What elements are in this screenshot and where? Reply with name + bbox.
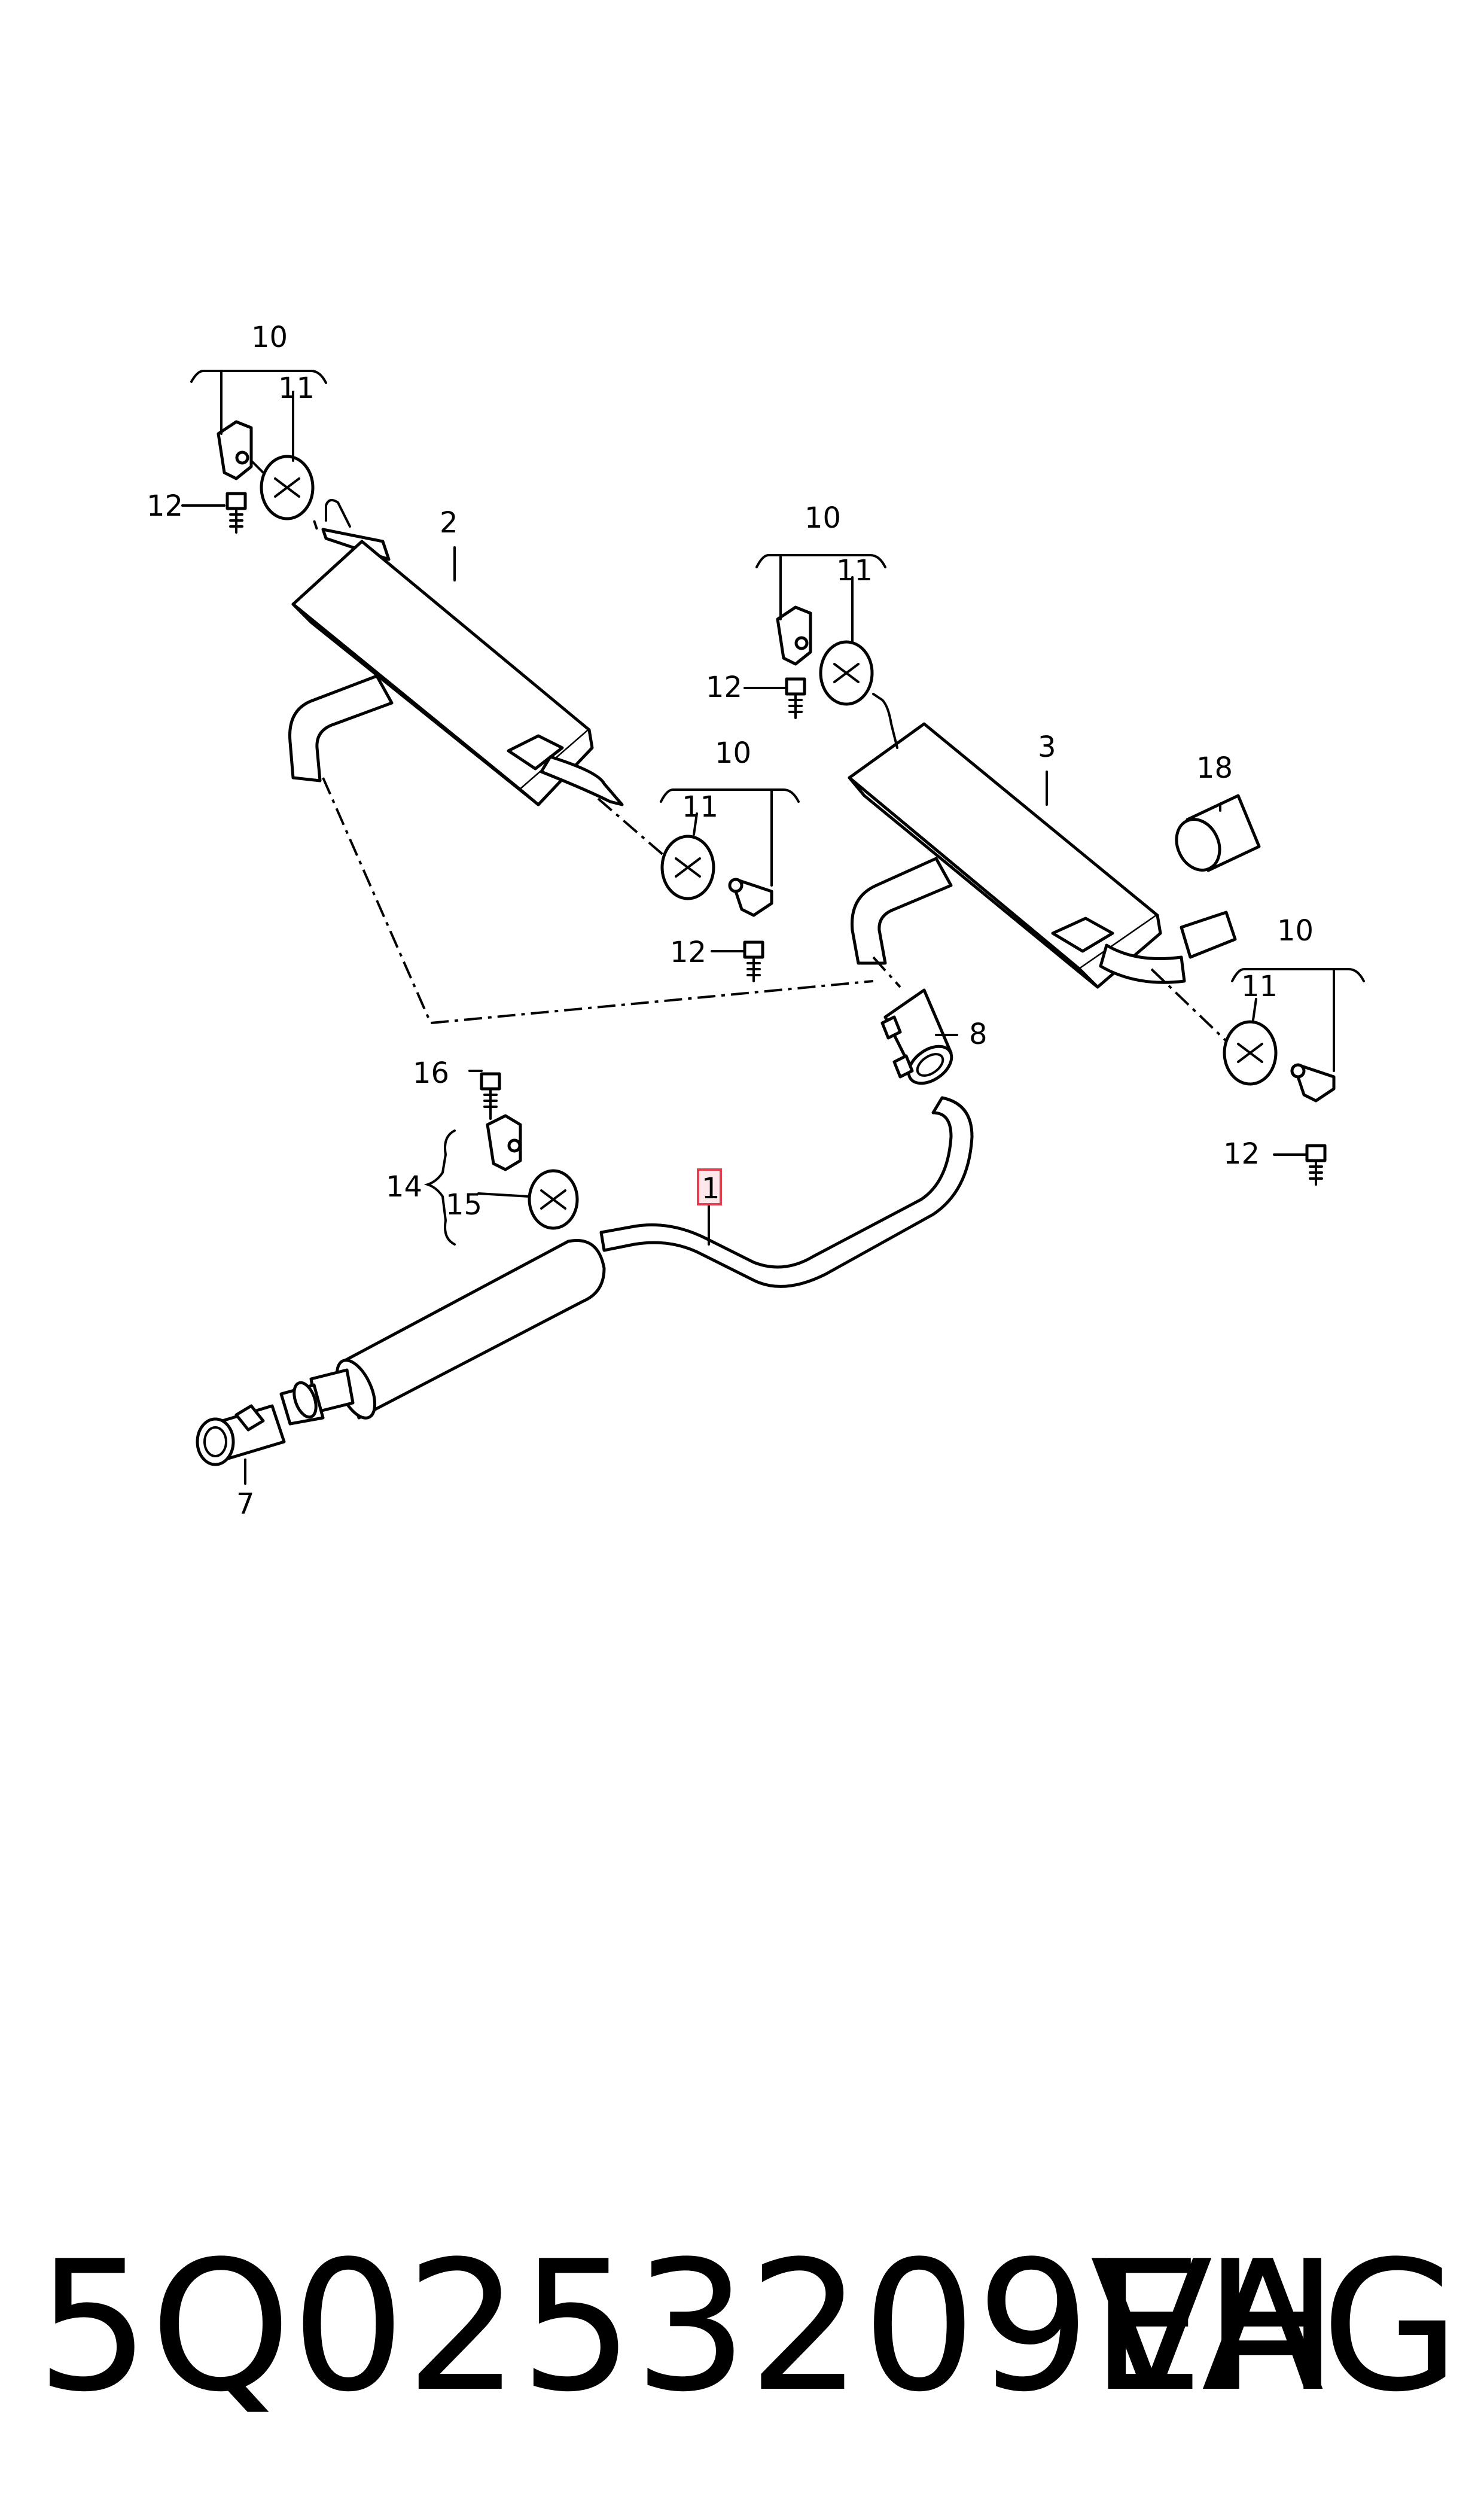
- front-clamp[interactable]: [196, 1404, 286, 1482]
- hanger-group-d: [1223, 968, 1365, 1186]
- callout-2: 2: [440, 506, 458, 540]
- callout-7: 7: [236, 1487, 255, 1521]
- connecting-clamp[interactable]: [880, 988, 958, 1091]
- part-number: 5Q0253209EH: [36, 2222, 1339, 2431]
- callout-18: 18: [1196, 751, 1233, 785]
- brand-name: VAG: [1090, 2222, 1460, 2431]
- callout-10d: 10: [1277, 914, 1314, 948]
- callout-14: 14: [386, 1170, 422, 1204]
- callout-10a: 10: [251, 321, 288, 354]
- callout-12d: 12: [1223, 1137, 1260, 1171]
- rear-silencer-right[interactable]: [848, 693, 1237, 989]
- front-hanger-group: [423, 1070, 579, 1246]
- callout-3: 3: [1038, 730, 1056, 764]
- exhaust-system-diagram: 1 2 3 7 8 10 11 12 10 11 12 10 11 12 10 …: [147, 321, 1365, 1521]
- callout-16: 16: [413, 1056, 449, 1090]
- callout-15: 15: [446, 1188, 482, 1222]
- hanger-group-c: [660, 788, 800, 982]
- callout-10b: 10: [805, 501, 841, 535]
- callout-11b: 11: [836, 554, 873, 587]
- bolt: [226, 492, 247, 510]
- callout-10c: 10: [715, 736, 751, 770]
- callout-11c: 11: [682, 790, 718, 824]
- callout-12b: 12: [706, 671, 742, 704]
- hanger-group-b: [743, 554, 886, 719]
- highlight-box: [697, 1168, 722, 1205]
- footer: 5Q0253209EH VAG: [0, 2225, 1484, 2429]
- callout-12c: 12: [670, 936, 706, 969]
- leader-lines: [244, 546, 1221, 1485]
- callout-8: 8: [969, 1018, 988, 1051]
- callout-labels: 1 2 3 7 8 10 11 12 10 11 12 10 11 12 10 …: [147, 321, 1314, 1521]
- rear-silencer-left[interactable]: [288, 499, 624, 806]
- routing-lines: [313, 520, 1227, 1042]
- callout-1: 1: [702, 1172, 720, 1205]
- hanger-bracket: [217, 420, 253, 480]
- callout-11d: 11: [1241, 970, 1278, 1003]
- hanger-group-a: [181, 370, 327, 534]
- front-silencer-pipe[interactable]: [279, 1096, 974, 1426]
- callout-11a: 11: [278, 372, 315, 405]
- pipe-connector[interactable]: [1169, 794, 1261, 877]
- callout-12a: 12: [147, 489, 183, 523]
